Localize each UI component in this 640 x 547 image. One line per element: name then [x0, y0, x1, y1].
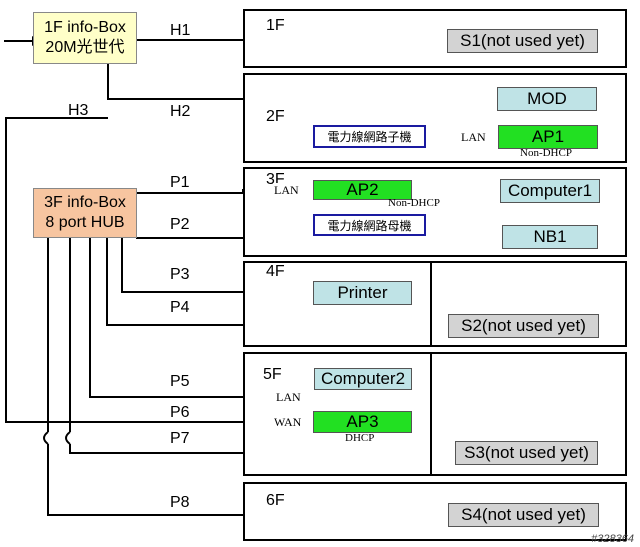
floor-label-5f: 5F	[263, 366, 282, 383]
floor-6f	[243, 482, 627, 541]
port-label-p6: P6	[170, 404, 190, 421]
line-p7-hop	[65, 431, 71, 445]
device-ap1: AP1	[498, 125, 598, 149]
tag-wan-5f: WAN	[273, 415, 303, 430]
device-computer2: Computer2	[314, 368, 412, 390]
tag-lan-5f: LAN	[275, 390, 302, 405]
info-box-3f-hub: 3F info-Box 8 port HUB	[33, 188, 137, 238]
port-label-p3: P3	[170, 266, 190, 283]
device-s1: S1(not used yet)	[447, 29, 598, 53]
floor-4f-divider	[430, 262, 432, 346]
device-mod: MOD	[497, 87, 597, 111]
info-box-1f: 1F info-Box 20M光世代	[33, 12, 137, 64]
tag-lan-3f: LAN	[273, 183, 300, 198]
floor-5f-divider	[430, 353, 432, 475]
port-label-p1: P1	[170, 174, 190, 191]
info-box-1f-line2: 20M光世代	[45, 39, 125, 56]
floor-1f	[243, 9, 627, 68]
tag-lan-2f: LAN	[460, 130, 487, 145]
tag-non-dhcp-ap2: Non-DHCP	[388, 197, 440, 209]
device-plc-child: 電力線網路子機	[313, 125, 426, 148]
port-label-p4: P4	[170, 299, 190, 316]
line-p8-hop	[43, 431, 49, 445]
device-nb1: NB1	[502, 225, 598, 249]
port-label-p8: P8	[170, 494, 190, 511]
port-label-p7: P7	[170, 430, 190, 447]
port-label-h1: H1	[170, 22, 191, 39]
info-box-3f-line2: 8 port HUB	[45, 214, 125, 231]
floor-label-6f: 6F	[266, 492, 285, 509]
floor-label-4f: 4F	[266, 263, 285, 280]
device-s3: S3(not used yet)	[455, 441, 598, 465]
line-h3	[5, 117, 313, 423]
device-s2: S2(not used yet)	[448, 314, 599, 338]
tag-dhcp-ap3: DHCP	[345, 432, 375, 444]
floor-label-1f: 1F	[266, 17, 285, 34]
info-box-3f-line1: 3F info-Box	[44, 194, 126, 211]
watermark: #328364	[591, 533, 634, 545]
port-label-p2: P2	[170, 216, 190, 233]
port-label-p5: P5	[170, 373, 190, 390]
device-plc-parent: 電力線網路母機	[313, 214, 426, 236]
device-ap3: AP3	[313, 411, 412, 433]
port-label-h2: H2	[170, 103, 191, 120]
device-printer: Printer	[313, 281, 412, 305]
device-ap2: AP2	[313, 180, 412, 200]
port-label-h3: H3	[68, 102, 89, 119]
floor-label-2f: 2F	[266, 108, 285, 125]
device-s4: S4(not used yet)	[448, 503, 599, 527]
device-computer1: Computer1	[500, 179, 600, 203]
info-box-1f-line1: 1F info-Box	[44, 19, 126, 36]
tag-non-dhcp-ap1: Non-DHCP	[520, 147, 572, 159]
